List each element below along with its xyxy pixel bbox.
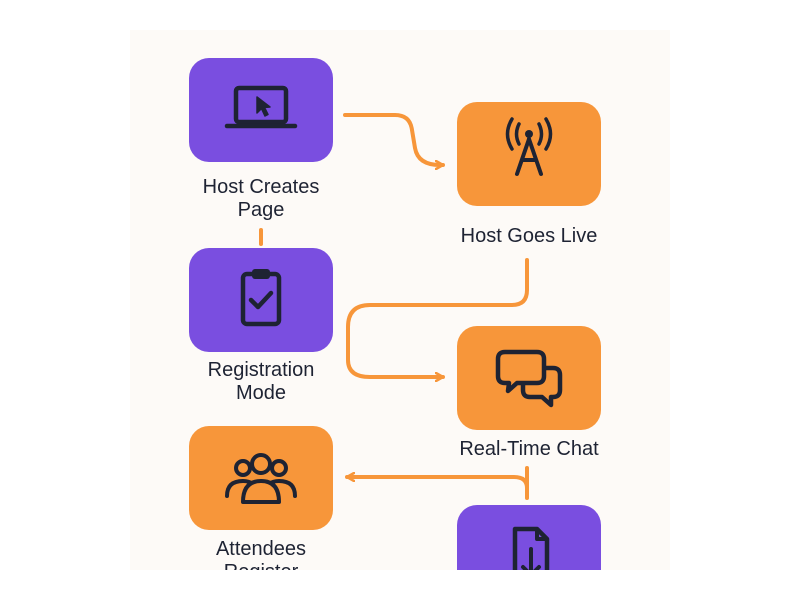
edge-live-to-chat <box>346 258 529 377</box>
laptop-cursor-icon <box>224 85 298 129</box>
node-download <box>457 505 601 570</box>
file-download-icon <box>512 526 550 570</box>
node-real-time-chat <box>457 326 601 430</box>
clipboard-check-icon <box>240 269 282 327</box>
node-host-creates-page <box>189 58 333 162</box>
people-group-icon <box>225 453 297 504</box>
broadcast-tower-icon <box>505 117 553 176</box>
label-host-goes-live: Host Goes Live <box>460 225 598 247</box>
chat-bubbles-icon <box>495 349 563 408</box>
label-host-creates-page: Host Creates Page <box>202 176 320 221</box>
flow-diagram: Host Creates Page Host Goes Live Registr… <box>130 30 670 570</box>
node-host-goes-live <box>457 102 601 206</box>
edge-create-to-live <box>343 113 445 165</box>
label-registration-mode: Registration Mode <box>207 359 315 404</box>
edge-chat-to-attendees <box>345 477 529 497</box>
connectors <box>259 113 529 500</box>
node-attendees-register <box>189 426 333 530</box>
label-attendees-register: Attendees Register <box>215 538 307 570</box>
label-real-time-chat: Real-Time Chat <box>459 438 599 460</box>
node-registration-mode <box>189 248 333 352</box>
